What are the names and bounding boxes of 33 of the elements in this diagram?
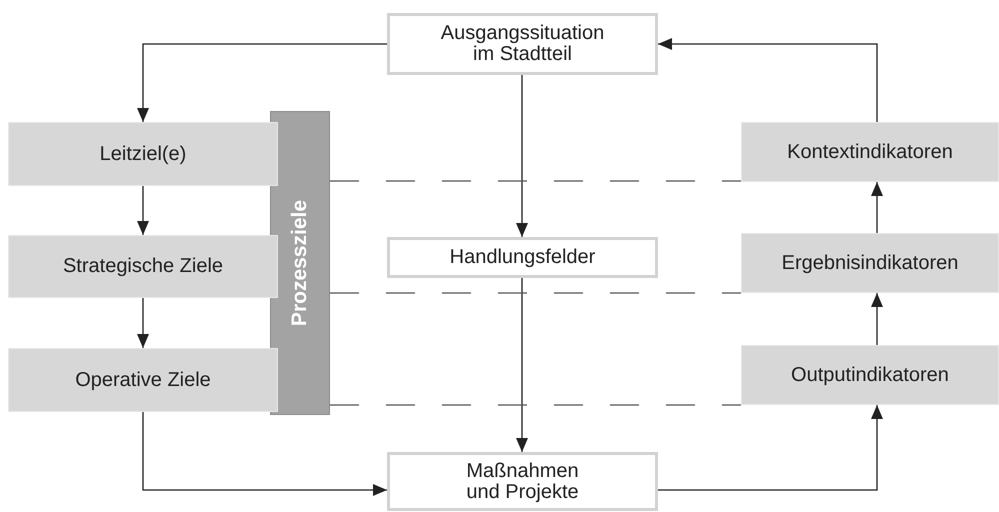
indicator-box	[741, 233, 999, 293]
node-label: Outputindikatoren	[791, 364, 949, 386]
arrow	[516, 278, 528, 452]
arrow	[137, 43, 387, 122]
node-label: Handlungsfelder	[450, 247, 596, 268]
dashed-line	[330, 404, 741, 406]
arrow	[871, 293, 883, 345]
dashed-line	[330, 180, 741, 182]
node-label: Leitziel(e)	[100, 144, 186, 164]
dashed-line	[330, 292, 741, 294]
node-label: Ausgangssituation im Stadtteil	[440, 23, 606, 65]
indicator-box	[741, 122, 999, 182]
process-box	[387, 452, 658, 511]
arrow	[142, 412, 387, 496]
goal-box	[8, 122, 278, 186]
arrow	[516, 75, 528, 237]
arrow	[871, 182, 883, 233]
goal-box	[8, 235, 278, 298]
arrow	[137, 298, 149, 348]
node-label: Kontextindikatoren	[787, 142, 953, 162]
node-label: Maßnahmen und Projekte	[465, 460, 580, 502]
process-goals-bar	[270, 111, 330, 415]
process-box	[387, 13, 658, 75]
process-box	[387, 237, 658, 278]
vertical-label: Prozessziele	[288, 200, 312, 326]
arrow	[137, 186, 149, 235]
node-label: Operative Ziele	[75, 370, 211, 390]
node-label: Ergebnisindikatoren	[782, 252, 958, 274]
indicator-box	[741, 345, 999, 405]
goal-box	[8, 348, 278, 412]
arrow	[658, 38, 878, 122]
node-label: Strategische Ziele	[62, 256, 224, 277]
arrow	[658, 405, 883, 491]
